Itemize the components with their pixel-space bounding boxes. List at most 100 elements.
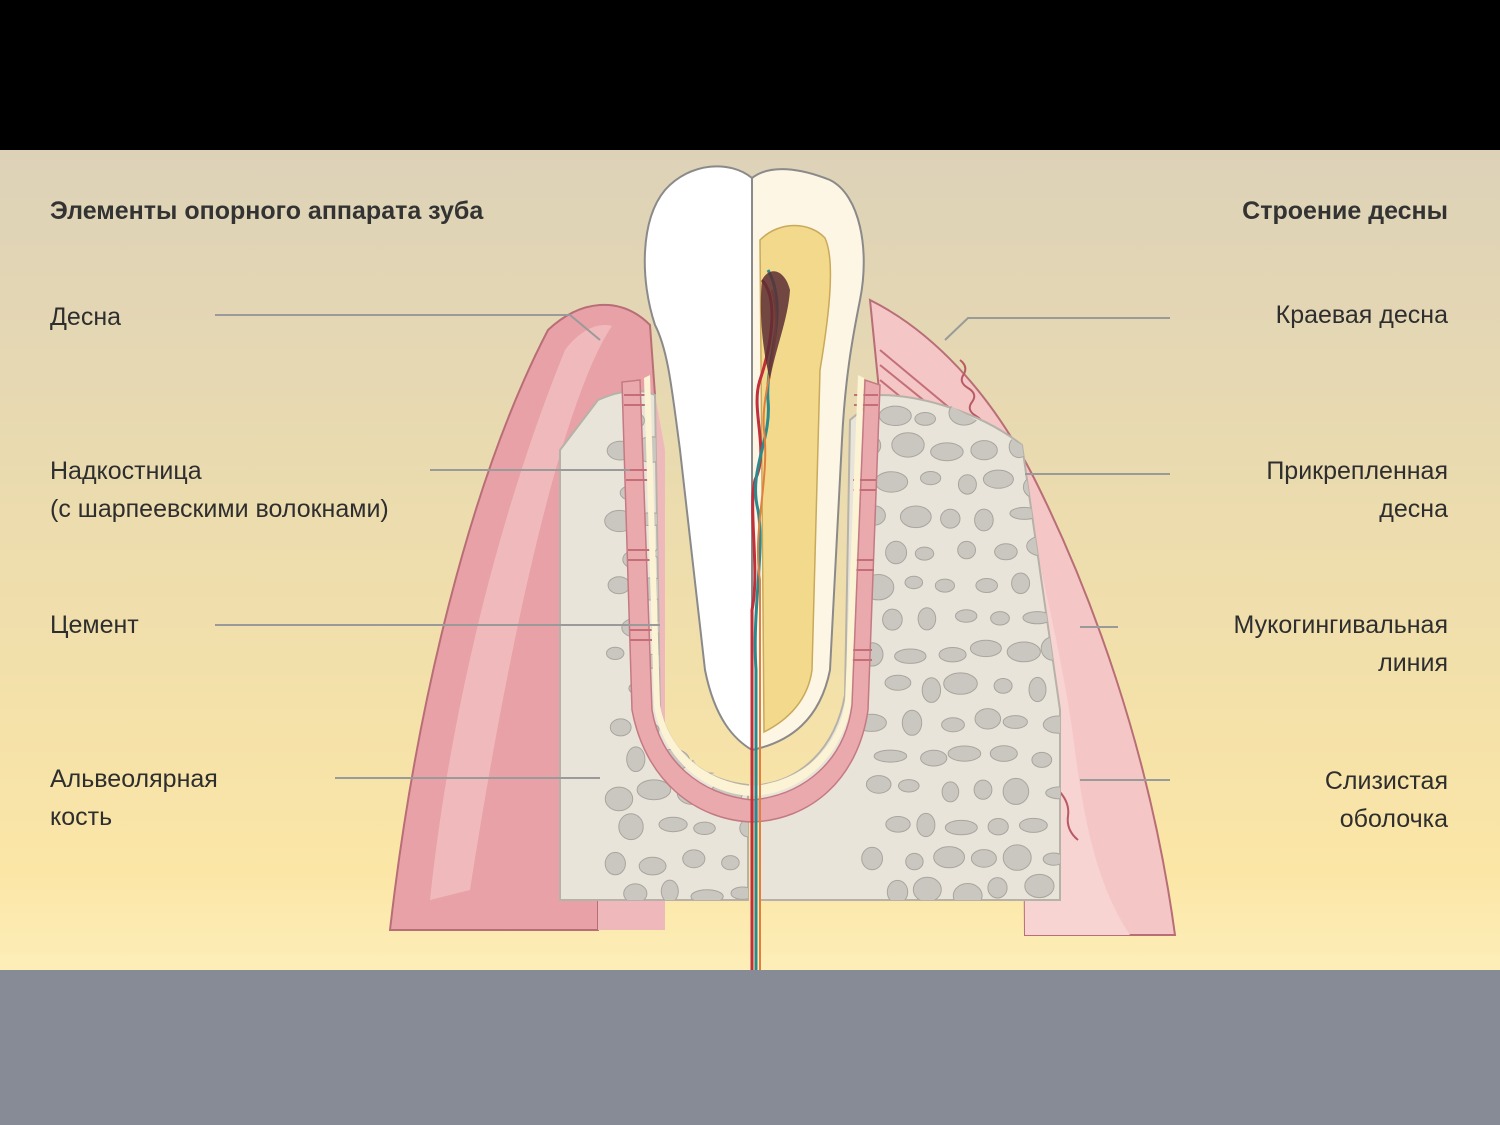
- bone-pore: [873, 749, 908, 763]
- bone-pore: [934, 578, 956, 593]
- bone-pore: [1044, 437, 1060, 451]
- bone-pore: [914, 412, 937, 426]
- bone-pore: [982, 469, 1014, 489]
- bone-pore: [990, 611, 1010, 626]
- tooth-pulp: [759, 224, 832, 734]
- bone-pore: [721, 855, 740, 871]
- bone-pore: [994, 543, 1018, 561]
- bone-pore: [970, 849, 997, 868]
- bone-pore: [947, 745, 982, 762]
- bone-pore: [917, 607, 937, 631]
- bone-pore: [905, 852, 924, 871]
- bone-pore: [957, 540, 976, 560]
- bone-pore: [901, 709, 923, 736]
- bone-pore: [662, 474, 682, 499]
- bone-pore: [916, 812, 936, 838]
- bone-pore: [874, 471, 909, 493]
- bone-pore: [886, 879, 909, 900]
- bone-pore: [1006, 641, 1041, 663]
- bone-pore: [955, 609, 978, 623]
- bone-pore: [920, 471, 942, 486]
- bone-pore: [638, 856, 667, 876]
- periodontal-ligament: [621, 378, 881, 823]
- bone-pore: [894, 648, 927, 664]
- bone-pore: [920, 749, 948, 767]
- bone-pore: [957, 474, 977, 495]
- bone-pore: [933, 846, 965, 869]
- bone-pore: [604, 851, 626, 876]
- bone-pore: [626, 746, 646, 773]
- bone-pore: [882, 608, 903, 631]
- bone-pore: [930, 442, 964, 462]
- bone-pore: [1045, 786, 1060, 800]
- bone-pore: [944, 819, 978, 836]
- bone-pore: [678, 713, 697, 735]
- bone-pore: [987, 818, 1009, 836]
- top-black-bar: [0, 0, 1500, 150]
- bone-pore: [993, 678, 1013, 694]
- bone-pore: [1002, 777, 1030, 805]
- bone-pore: [1028, 676, 1047, 703]
- bone-pore: [1002, 715, 1028, 729]
- label-mucosa: Слизистая оболочка: [1324, 767, 1448, 833]
- right-gum: [868, 298, 1177, 936]
- bone-pore: [891, 432, 925, 458]
- leader-marginal-gum: [944, 317, 1170, 341]
- tooth-cross-section-illustration: [215, 165, 1177, 970]
- label-alveolar-bone: Альвеолярная кость: [50, 765, 218, 831]
- label-mucogingival-line: Мукогингивальная линия: [1233, 611, 1448, 677]
- label-attached-gum: Прикрепленная десна: [1266, 457, 1448, 523]
- bone-pore: [679, 585, 697, 604]
- bone-pore: [660, 879, 679, 900]
- left-heading: Элементы опорного аппарата зуба: [50, 197, 484, 225]
- bone-pore: [1021, 399, 1050, 427]
- tooth-support-diagram: Элементы опорного аппарата зуба Строение…: [0, 150, 1500, 970]
- bone-pore: [912, 876, 942, 900]
- bone-pore: [679, 643, 702, 664]
- bone-pore: [921, 677, 942, 703]
- bone-pore: [1024, 873, 1055, 899]
- bone-pore: [861, 846, 883, 871]
- bone-pore: [693, 821, 716, 835]
- bone-pore: [1042, 715, 1060, 734]
- bone-pore: [941, 781, 960, 803]
- leader-lines: [215, 314, 1170, 781]
- bone-pore: [1019, 817, 1048, 833]
- bone-pore: [1042, 852, 1060, 866]
- bone-pore: [682, 849, 706, 869]
- right-heading: Строение десны: [1242, 197, 1448, 225]
- pulp-dark-chamber: [760, 271, 790, 380]
- bone-pore: [739, 818, 748, 838]
- bone-pore: [975, 578, 999, 593]
- bone-pore: [952, 883, 983, 900]
- bottom-gray-band: [0, 970, 1500, 1125]
- label-marginal-gum: Краевая десна: [1275, 301, 1448, 329]
- leader-gum: [215, 314, 601, 341]
- bone-pore: [987, 877, 1008, 899]
- bone-pore: [658, 816, 688, 833]
- bone-pore: [940, 508, 961, 529]
- bone-pore: [974, 708, 1002, 730]
- bone-pore: [1031, 751, 1053, 768]
- bone-pore: [941, 717, 965, 733]
- bone-pore: [904, 575, 924, 590]
- bone-pore: [989, 745, 1018, 762]
- bone-pore: [884, 674, 912, 691]
- label-gum: Десна: [50, 303, 122, 331]
- bone-pore: [898, 779, 920, 793]
- bone-pore: [730, 886, 748, 900]
- bone-pore: [914, 546, 935, 561]
- label-periosteum: Надкостница (с шарпеевскими волокнами): [50, 457, 389, 523]
- bone-pore: [1002, 844, 1032, 871]
- sharpey-fibers: [624, 394, 878, 661]
- bone-pore: [607, 576, 631, 595]
- bone-pore: [727, 749, 748, 775]
- bone-pore: [969, 639, 1002, 658]
- bone-pore: [609, 718, 632, 737]
- bone-pore: [885, 540, 908, 565]
- bone-pore: [885, 816, 911, 833]
- bone-pore: [878, 405, 912, 426]
- bone-pore: [1011, 572, 1031, 595]
- label-cementum: Цемент: [50, 611, 139, 639]
- bone-pore: [606, 646, 625, 660]
